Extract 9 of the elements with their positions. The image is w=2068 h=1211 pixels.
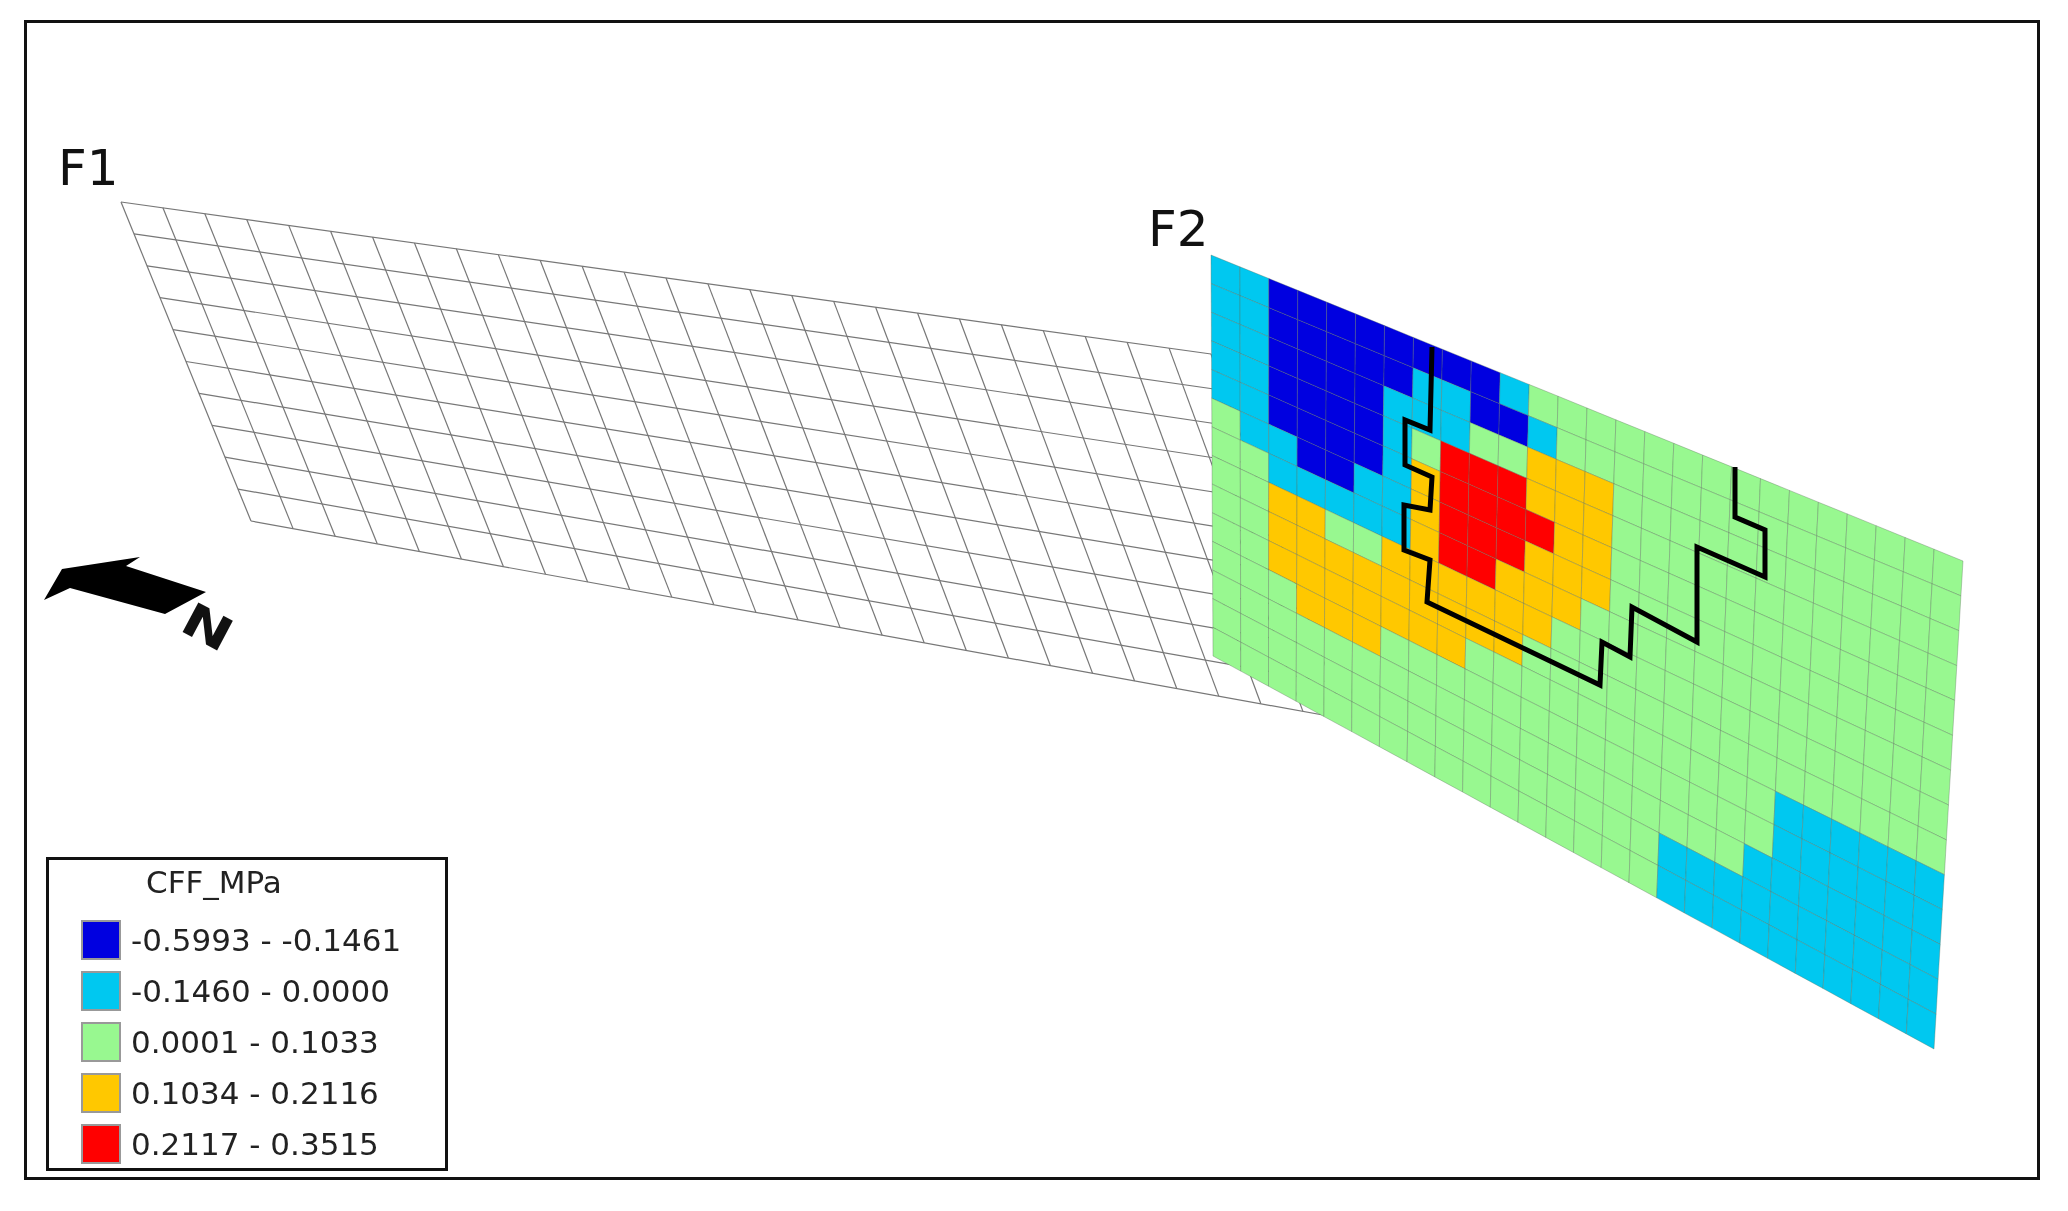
legend-title: CFF_MPa [146, 867, 282, 898]
legend-text: -0.1460 - 0.0000 [131, 976, 391, 1007]
fault-label: F1 [58, 143, 119, 193]
legend-text: 0.1034 - 0.2116 [131, 1078, 379, 1109]
north-label: N [174, 594, 241, 660]
legend-text: 0.0001 - 0.1033 [131, 1027, 379, 1058]
legend-text: 0.2117 - 0.3515 [131, 1129, 379, 1160]
fault-label: F2 [1148, 204, 1209, 254]
legend-text: -0.5993 - -0.1461 [131, 925, 402, 956]
